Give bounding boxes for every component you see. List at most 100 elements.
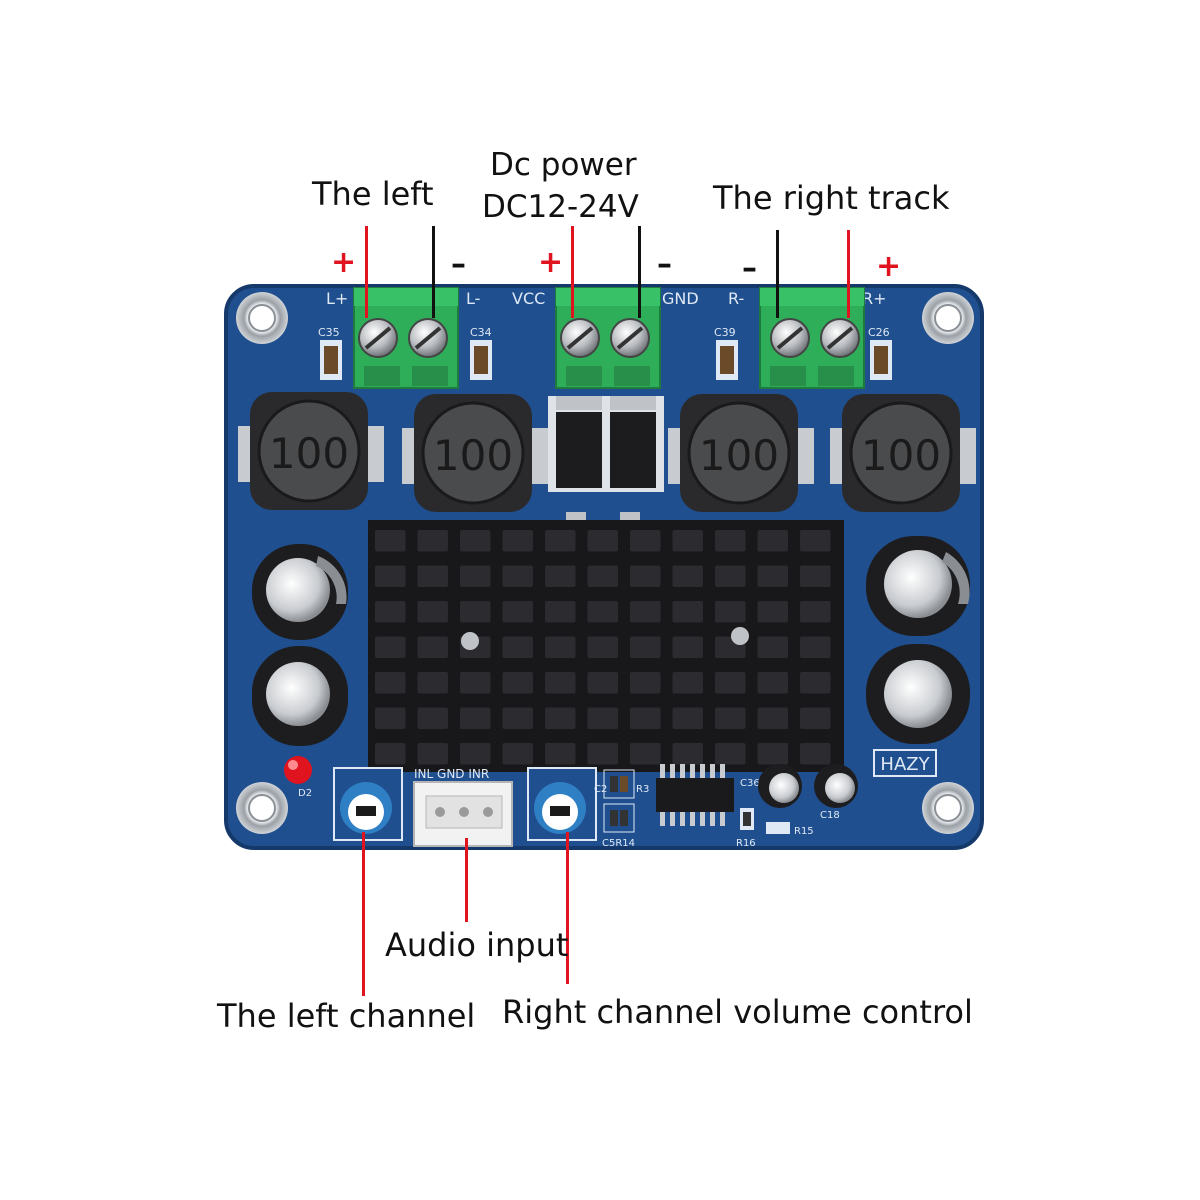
heatsink-fin bbox=[502, 636, 533, 658]
heatsink-fin bbox=[757, 743, 788, 765]
heatsink-fin bbox=[375, 636, 406, 658]
small-capacitor: C18 bbox=[814, 764, 858, 821]
leader-right-channel bbox=[566, 832, 569, 984]
minus-sign-right: – bbox=[742, 251, 757, 286]
smd-cap-c39: C39 bbox=[714, 326, 738, 380]
heatsink-fin bbox=[417, 636, 448, 658]
heatsink-fin bbox=[587, 565, 618, 587]
heatsink-fin bbox=[715, 743, 746, 765]
heatsink-fin bbox=[460, 672, 491, 694]
heatsink-fin bbox=[587, 636, 618, 658]
plus-sign-power: + bbox=[538, 245, 564, 280]
heatsink-fin bbox=[800, 707, 831, 729]
brand-mark: HAZY bbox=[873, 749, 937, 777]
svg-text:C36: C36 bbox=[740, 778, 760, 789]
heatsink-fin bbox=[715, 672, 746, 694]
heatsink-fin bbox=[672, 601, 703, 623]
heatsink-fin bbox=[375, 601, 406, 623]
heatsink-fin bbox=[800, 530, 831, 552]
heatsink-fin bbox=[672, 636, 703, 658]
smd-resistors: C36 R16 R15 bbox=[736, 778, 814, 849]
heatsink-fin bbox=[460, 743, 491, 765]
electrolytic-capacitor bbox=[866, 536, 970, 636]
heatsink bbox=[368, 520, 844, 772]
heatsink-fin bbox=[630, 672, 661, 694]
heatsink-fin bbox=[460, 530, 491, 552]
electrolytic-capacitor bbox=[252, 646, 348, 746]
heatsink-fin bbox=[715, 565, 746, 587]
label-right-volume: Right channel volume control bbox=[502, 993, 973, 1031]
smd-components: C2 R3 C5R14 bbox=[594, 769, 649, 849]
left-volume-potentiometer bbox=[333, 767, 403, 841]
plus-sign-right: + bbox=[876, 249, 902, 284]
heatsink-fin bbox=[715, 707, 746, 729]
leader-power-plus bbox=[571, 226, 574, 318]
minus-sign-power: – bbox=[657, 247, 672, 282]
inductor: 100 bbox=[668, 394, 814, 512]
heatsink-fin bbox=[417, 530, 448, 552]
svg-text:R15: R15 bbox=[794, 826, 814, 837]
smd-cap-c35: C35 bbox=[318, 326, 342, 380]
svg-text:D2: D2 bbox=[298, 788, 312, 799]
heatsink-fin bbox=[715, 530, 746, 552]
heatsink-fin bbox=[502, 707, 533, 729]
heatsink-fin bbox=[800, 672, 831, 694]
heatsink-fin bbox=[502, 601, 533, 623]
heatsink-fin bbox=[460, 601, 491, 623]
heatsink-fin bbox=[757, 636, 788, 658]
heatsink-fin bbox=[800, 601, 831, 623]
heatsink-fin bbox=[587, 672, 618, 694]
heatsink-fin bbox=[587, 530, 618, 552]
heatsink-fin bbox=[630, 743, 661, 765]
inductor: 100 bbox=[402, 394, 548, 512]
svg-text:INL GND INR: INL GND INR bbox=[414, 767, 489, 781]
leader-left-channel bbox=[362, 832, 365, 996]
heatsink-fin bbox=[502, 672, 533, 694]
heatsink-fin bbox=[630, 636, 661, 658]
inductor: 100 bbox=[830, 394, 976, 512]
electrolytic-capacitor bbox=[866, 644, 970, 744]
heatsink-fin bbox=[545, 601, 576, 623]
heatsink-fin bbox=[375, 565, 406, 587]
power-transistors bbox=[548, 396, 664, 522]
heatsink-fin bbox=[757, 565, 788, 587]
heatsink-fin bbox=[630, 707, 661, 729]
svg-text:R16: R16 bbox=[736, 838, 756, 849]
heatsink-fin bbox=[502, 565, 533, 587]
svg-text:C5R14: C5R14 bbox=[602, 838, 635, 849]
silk-r-plus: R+ bbox=[862, 289, 887, 308]
heatsink-fin bbox=[757, 530, 788, 552]
heatsink-fin bbox=[757, 707, 788, 729]
label-right-track: The right track bbox=[713, 179, 950, 217]
svg-text:HAZY: HAZY bbox=[880, 754, 930, 775]
svg-text:100: 100 bbox=[699, 431, 779, 480]
label-dc-voltage: DC12-24V bbox=[482, 189, 639, 225]
heatsink-fin bbox=[630, 601, 661, 623]
small-capacitor bbox=[758, 764, 802, 808]
heatsink-fin bbox=[375, 530, 406, 552]
heatsink-fin bbox=[502, 530, 533, 552]
heatsink-fin bbox=[545, 743, 576, 765]
svg-text:100: 100 bbox=[861, 431, 941, 480]
leader-right-minus bbox=[776, 230, 779, 318]
mounting-hole bbox=[236, 782, 288, 834]
heatsink-fin bbox=[587, 707, 618, 729]
silk-gnd: GND bbox=[662, 289, 699, 308]
label-left-output: The left bbox=[312, 175, 434, 213]
heatsink-fin bbox=[757, 672, 788, 694]
heatsink-fin bbox=[715, 601, 746, 623]
heatsink-fin bbox=[672, 565, 703, 587]
heatsink-fin bbox=[417, 743, 448, 765]
svg-text:C34: C34 bbox=[470, 326, 492, 339]
terminal-left bbox=[353, 287, 459, 389]
inductor: 100 bbox=[238, 392, 384, 510]
heatsink-fin bbox=[545, 565, 576, 587]
silk-vcc: VCC bbox=[512, 289, 545, 308]
heatsink-fin bbox=[545, 530, 576, 552]
heatsink-fin bbox=[800, 565, 831, 587]
silk-l-plus: L+ bbox=[326, 289, 348, 308]
svg-text:100: 100 bbox=[269, 429, 349, 478]
right-volume-potentiometer bbox=[527, 767, 597, 841]
silk-l-minus: L- bbox=[466, 289, 480, 308]
